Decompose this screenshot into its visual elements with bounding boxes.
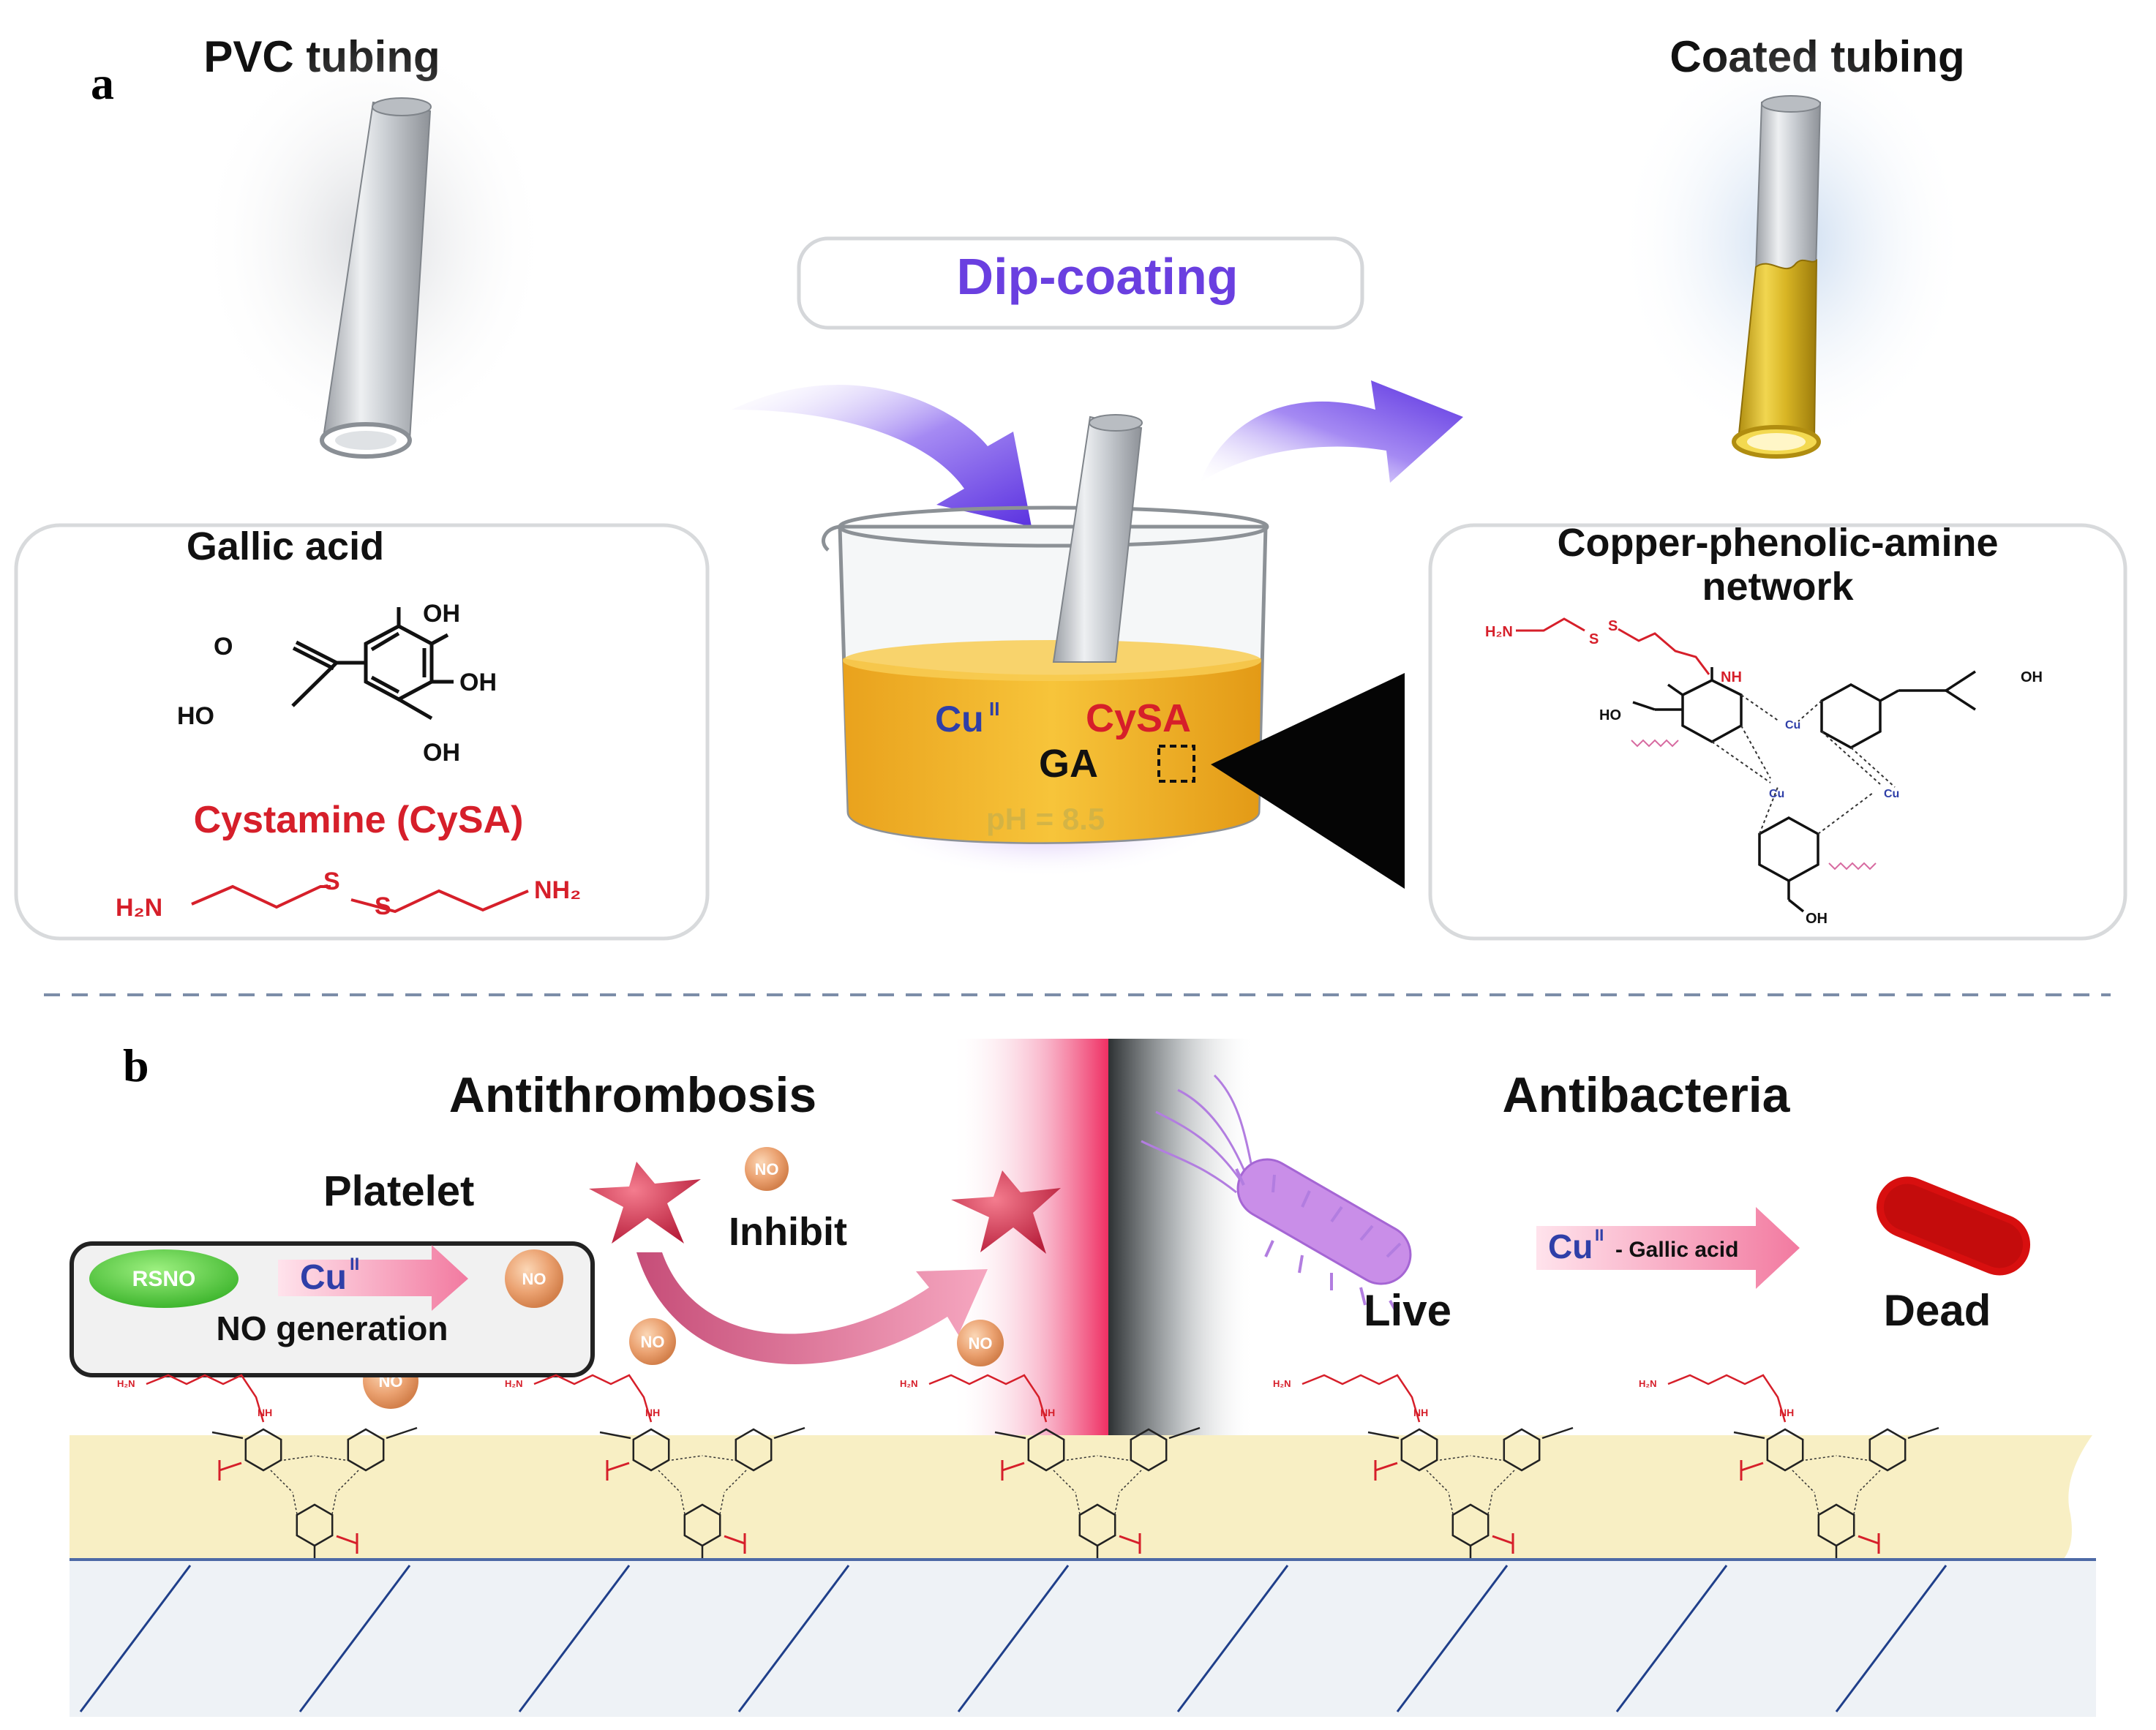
network-s1: S (1589, 631, 1599, 647)
platelet-inhibited-icon (951, 1170, 1061, 1254)
no-particle: NO (629, 1318, 676, 1365)
gallic-acid-title: Gallic acid (187, 524, 384, 568)
substrate-hatching (79, 1565, 1947, 1712)
dead-label: Dead (1884, 1286, 1991, 1335)
dip-in-arrow (732, 385, 1032, 527)
beaker-cu-label: Cu (935, 699, 984, 740)
beaker-ga-label: GA (1039, 742, 1098, 786)
kill-cu-label: Cu (1548, 1227, 1593, 1265)
no-generation-arrow (278, 1245, 468, 1311)
unit-nh-label: NH (645, 1407, 660, 1418)
magnifier-triangle (1211, 673, 1405, 889)
svg-text:NO: NO (755, 1160, 779, 1178)
network-nh: NH (1721, 669, 1742, 685)
cystamine-s1: S (323, 868, 340, 895)
network-cu-top: Cu (1785, 719, 1800, 732)
panel-letter-b: b (123, 1039, 149, 1091)
network-structure: H₂N S S NH HO OH OH Cu Cu Cu (1485, 617, 2043, 927)
cystamine-h2n: H₂N (116, 894, 162, 922)
coated-tube-icon (1732, 95, 1822, 459)
gallic-carbonyl-o: O (214, 633, 233, 661)
pvc-tube-icon (320, 97, 432, 459)
network-oh-right: OH (2021, 669, 2043, 685)
pvc-substrate (70, 1560, 2096, 1717)
rsno-label: RSNO (132, 1267, 196, 1291)
unit-nh-label: NH (258, 1407, 272, 1418)
beaker-ph-label: pH = 8.5 (986, 802, 1105, 836)
no-gen-cu-label: Cu (300, 1258, 347, 1297)
live-bacterium-icon (1141, 1074, 1412, 1317)
network-ho-left: HO (1599, 707, 1621, 723)
rsno-pill (89, 1249, 238, 1308)
network-s2: S (1608, 618, 1618, 634)
magnify-selection-box (1157, 745, 1195, 783)
unit-nh-label: NH (1040, 1407, 1055, 1418)
gallic-oh-bottom: OH (423, 739, 460, 767)
beaker-cysa-label: CySA (1086, 696, 1191, 740)
surface-network-units: NH H₂N NH H₂N NH H₂N NH H₂N NH H₂N (117, 1374, 1939, 1558)
cystamine-structure (191, 884, 529, 914)
network-title-line1: Copper-phenolic-amine (1557, 521, 1998, 565)
unit-h2n-label: H₂N (505, 1378, 523, 1389)
surface-network-unit: NH H₂N (1273, 1374, 1574, 1558)
no-generation-label: NO generation (217, 1309, 448, 1347)
unit-nh-label: NH (1779, 1407, 1794, 1418)
no-particle: NO (745, 1147, 789, 1191)
kill-gallic-acid-label: - Gallic acid (1615, 1238, 1738, 1262)
beaker-icon (822, 505, 1269, 844)
surface-network-unit: NH H₂N (117, 1374, 418, 1558)
dead-bacterium-icon (1876, 1176, 2031, 1276)
reagents-box (14, 523, 710, 941)
network-box (1428, 523, 2127, 941)
cystamine-s2: S (375, 892, 391, 920)
cystamine-nh2: NH₂ (534, 876, 581, 904)
unit-h2n-label: H₂N (1273, 1378, 1291, 1389)
platelet-label: Platelet (323, 1167, 474, 1215)
coating-layer (70, 1435, 2092, 1560)
network-cu-left: Cu (1769, 788, 1784, 800)
beaker-labels: Cu II CySA GA pH = 8.5 (935, 696, 1195, 836)
network-cu-right: Cu (1884, 788, 1899, 800)
antibacteria-title: Antibacteria (1503, 1067, 1791, 1123)
network-oh-bottom: OH (1806, 911, 1828, 927)
surface-network-unit: NH H₂N (1639, 1374, 1939, 1558)
dip-coating-label: Dip-coating (957, 248, 1239, 305)
dip-coating-box (797, 236, 1364, 330)
inhibit-label: Inhibit (729, 1210, 847, 1254)
no-gen-product-label: NO (522, 1270, 546, 1288)
gallic-oh-top: OH (423, 600, 460, 628)
unit-nh-label: NH (1413, 1407, 1428, 1418)
lift-out-arrow (1200, 380, 1463, 483)
inhibit-arrow (636, 1252, 988, 1364)
no-gen-product-ball (505, 1249, 563, 1308)
unit-h2n-label: H₂N (1639, 1378, 1657, 1389)
unit-h2n-label: H₂N (900, 1378, 918, 1389)
unit-h2n-label: H₂N (117, 1378, 135, 1389)
kill-cu-superscript: II (1595, 1226, 1604, 1244)
network-h2n: H₂N (1485, 624, 1513, 640)
gallic-oh-mid: OH (459, 669, 497, 696)
no-particle: NO (957, 1320, 1004, 1366)
network-title-line2: network (1702, 565, 1854, 609)
dipped-tube-icon (1052, 414, 1143, 663)
svg-text:NO: NO (969, 1334, 993, 1353)
cystamine-title: Cystamine (CySA) (194, 799, 524, 841)
svg-text:NO: NO (641, 1333, 665, 1351)
beaker-cu-superscript: II (989, 698, 999, 720)
panel-letter-a: a (91, 57, 114, 109)
surface-network-unit: NH H₂N (505, 1374, 805, 1558)
platelet-icon (589, 1162, 701, 1244)
no-gen-cu-superscript: II (350, 1255, 359, 1274)
gallic-ho: HO (177, 702, 214, 730)
gallic-acid-structure (291, 607, 454, 721)
antithrombosis-title: Antithrombosis (449, 1067, 816, 1123)
live-label: Live (1364, 1286, 1451, 1335)
kill-arrow (1536, 1207, 1800, 1289)
surface-network-unit: NH H₂N (900, 1374, 1201, 1558)
